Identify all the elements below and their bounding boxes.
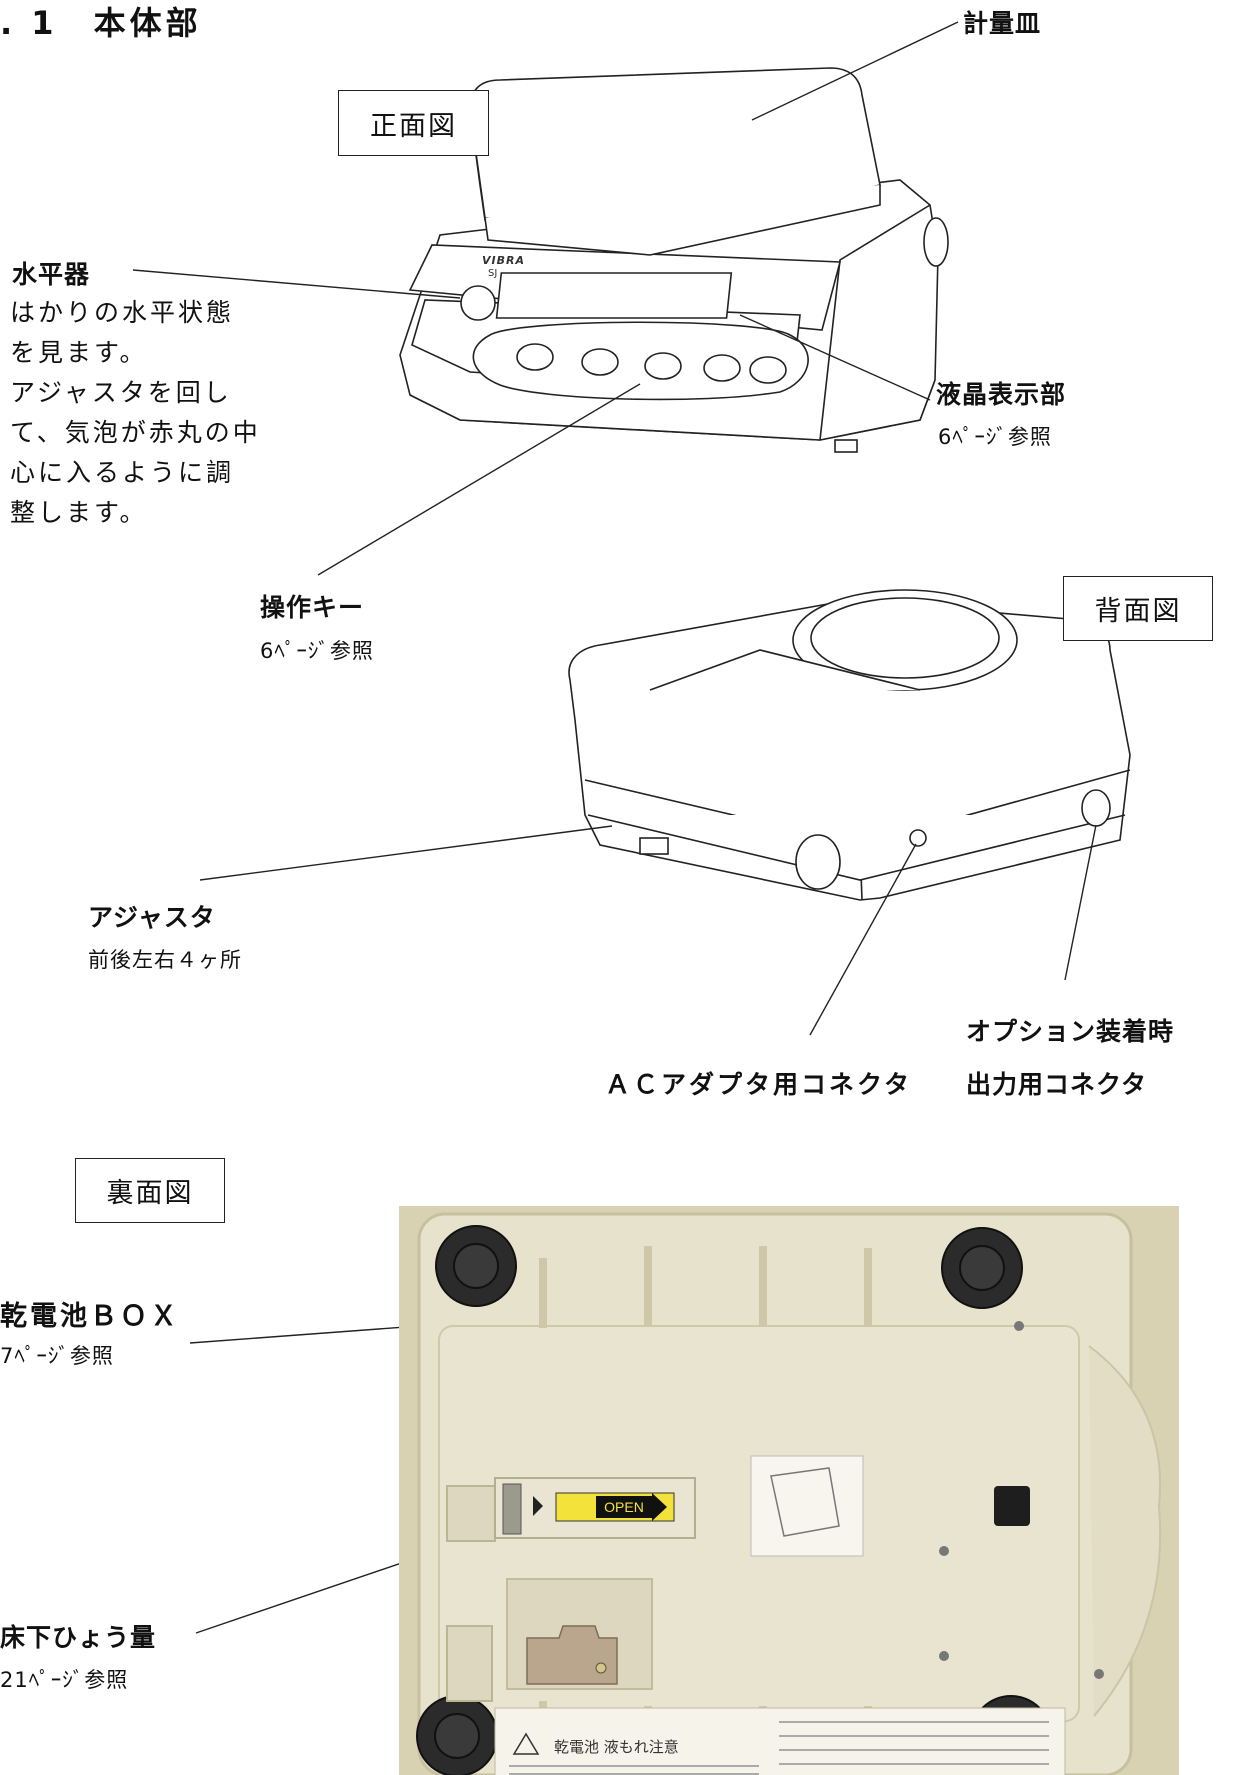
ac-connector-label: ＡＣアダプタ用コネクタ	[605, 1070, 913, 1099]
level-desc-line: はかりの水平状態	[10, 298, 235, 327]
bottom-view-box: 裏面図	[75, 1158, 225, 1223]
brand-text: VIBRA	[482, 254, 525, 267]
leader-lines	[132, 21, 1097, 1634]
warning-title: 乾電池 液もれ注意	[554, 1738, 679, 1756]
lcd-window	[495, 272, 733, 319]
level-bubble	[460, 285, 496, 321]
pan-label: 計量皿	[963, 9, 1042, 38]
option-line1: オプション装着時	[966, 1017, 1175, 1046]
lcd-title: 液晶表示部	[936, 380, 1067, 409]
warning-label: 乾電池 液もれ注意	[494, 1707, 1066, 1775]
keys-title: 操作キー	[260, 593, 365, 622]
keys-ref: 6ﾍﾟｰｼﾞ参照	[260, 639, 374, 663]
back-view-box: 背面図	[1063, 576, 1213, 641]
level-description: はかりの水平状態 を見ます。 アジャスタを回し て、気泡が赤丸の中 心に入るよう…	[10, 293, 261, 533]
level-desc-line: を見ます。	[10, 338, 148, 367]
battery-title: 乾電池ＢＯＸ	[0, 1301, 180, 1332]
battery-ref: 7ﾍﾟｰｼﾞ参照	[0, 1344, 114, 1368]
model-text: SJ	[488, 268, 498, 279]
open-label: OPEN	[604, 1499, 644, 1515]
level-desc-line: 心に入るように調	[10, 458, 235, 487]
adjuster-title: アジャスタ	[88, 903, 216, 932]
front-view-box: 正面図	[338, 90, 489, 156]
option-connector	[1081, 789, 1111, 827]
section-title: . 1 本体部	[0, 4, 202, 42]
underhook-title: 床下ひょう量	[0, 1623, 157, 1652]
adjuster-desc: 前後左右４ヶ所	[88, 948, 242, 972]
ac-connector	[909, 829, 927, 847]
underhook-ref: 21ﾍﾟｰｼﾞ参照	[0, 1668, 129, 1692]
back-view-balance	[568, 589, 1131, 901]
option-line2: 出力用コネクタ	[966, 1070, 1148, 1099]
level-title: 水平器	[12, 260, 91, 289]
back-foot-left	[795, 834, 841, 890]
front-view-balance	[399, 67, 949, 453]
level-desc-line: アジャスタを回し	[10, 378, 232, 407]
level-desc-line: 整します。	[10, 498, 148, 527]
bottom-view-photo: OPEN 乾電池 液もれ注意	[399, 1206, 1179, 1775]
level-desc-line: て、気泡が赤丸の中	[10, 418, 261, 447]
lcd-ref: 6ﾍﾟｰｼﾞ参照	[938, 425, 1052, 449]
